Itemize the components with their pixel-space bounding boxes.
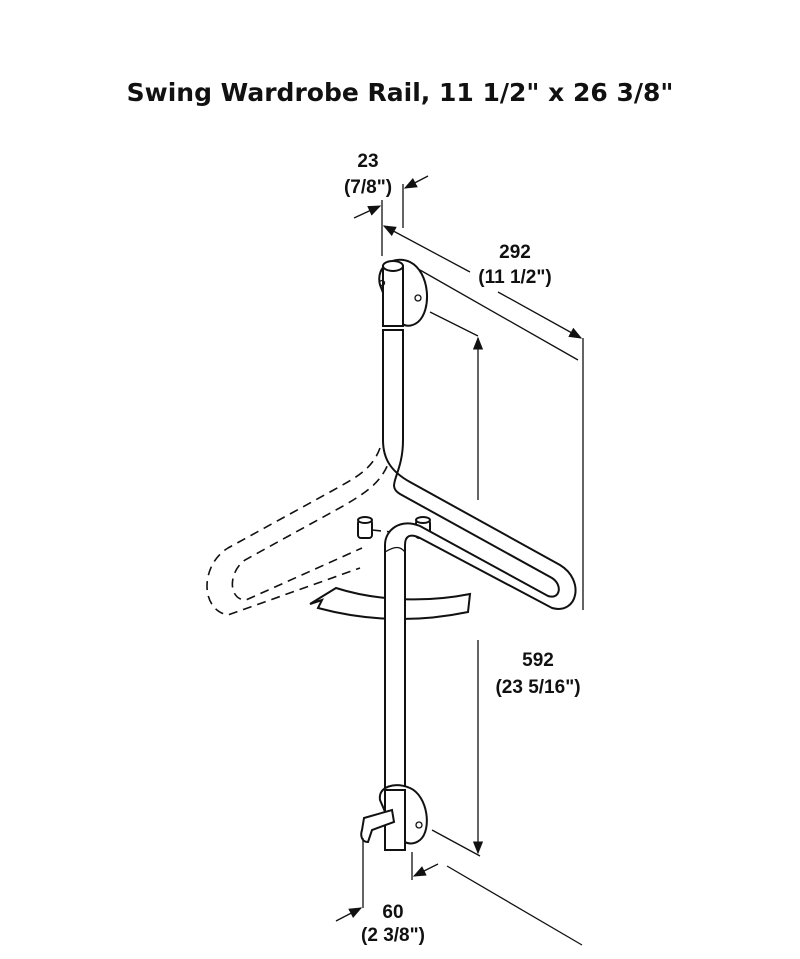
dimension-height: 592 (23 5/16") [429, 311, 581, 857]
dimension-depth: 292 (11 1/2") [382, 225, 584, 610]
top-bracket [378, 258, 429, 327]
depth-mm: 292 [499, 242, 531, 263]
diameter-mm: 23 [357, 151, 378, 172]
dimension-offset: 60 (2 3/8") [335, 838, 583, 946]
rail [382, 329, 577, 851]
offset-inch: (2 3/8") [361, 925, 425, 946]
depth-inch: (11 1/2") [478, 267, 551, 288]
diameter-inch: (7/8") [344, 177, 392, 198]
dimension-diameter: 23 (7/8") [344, 151, 429, 256]
page-title: Swing Wardrobe Rail, 11 1/2" x 26 3/8" [126, 78, 674, 107]
offset-mm: 60 [382, 902, 403, 923]
height-mm: 592 [522, 650, 554, 671]
bottom-bracket [360, 784, 428, 851]
height-inch: (23 5/16") [495, 677, 580, 698]
